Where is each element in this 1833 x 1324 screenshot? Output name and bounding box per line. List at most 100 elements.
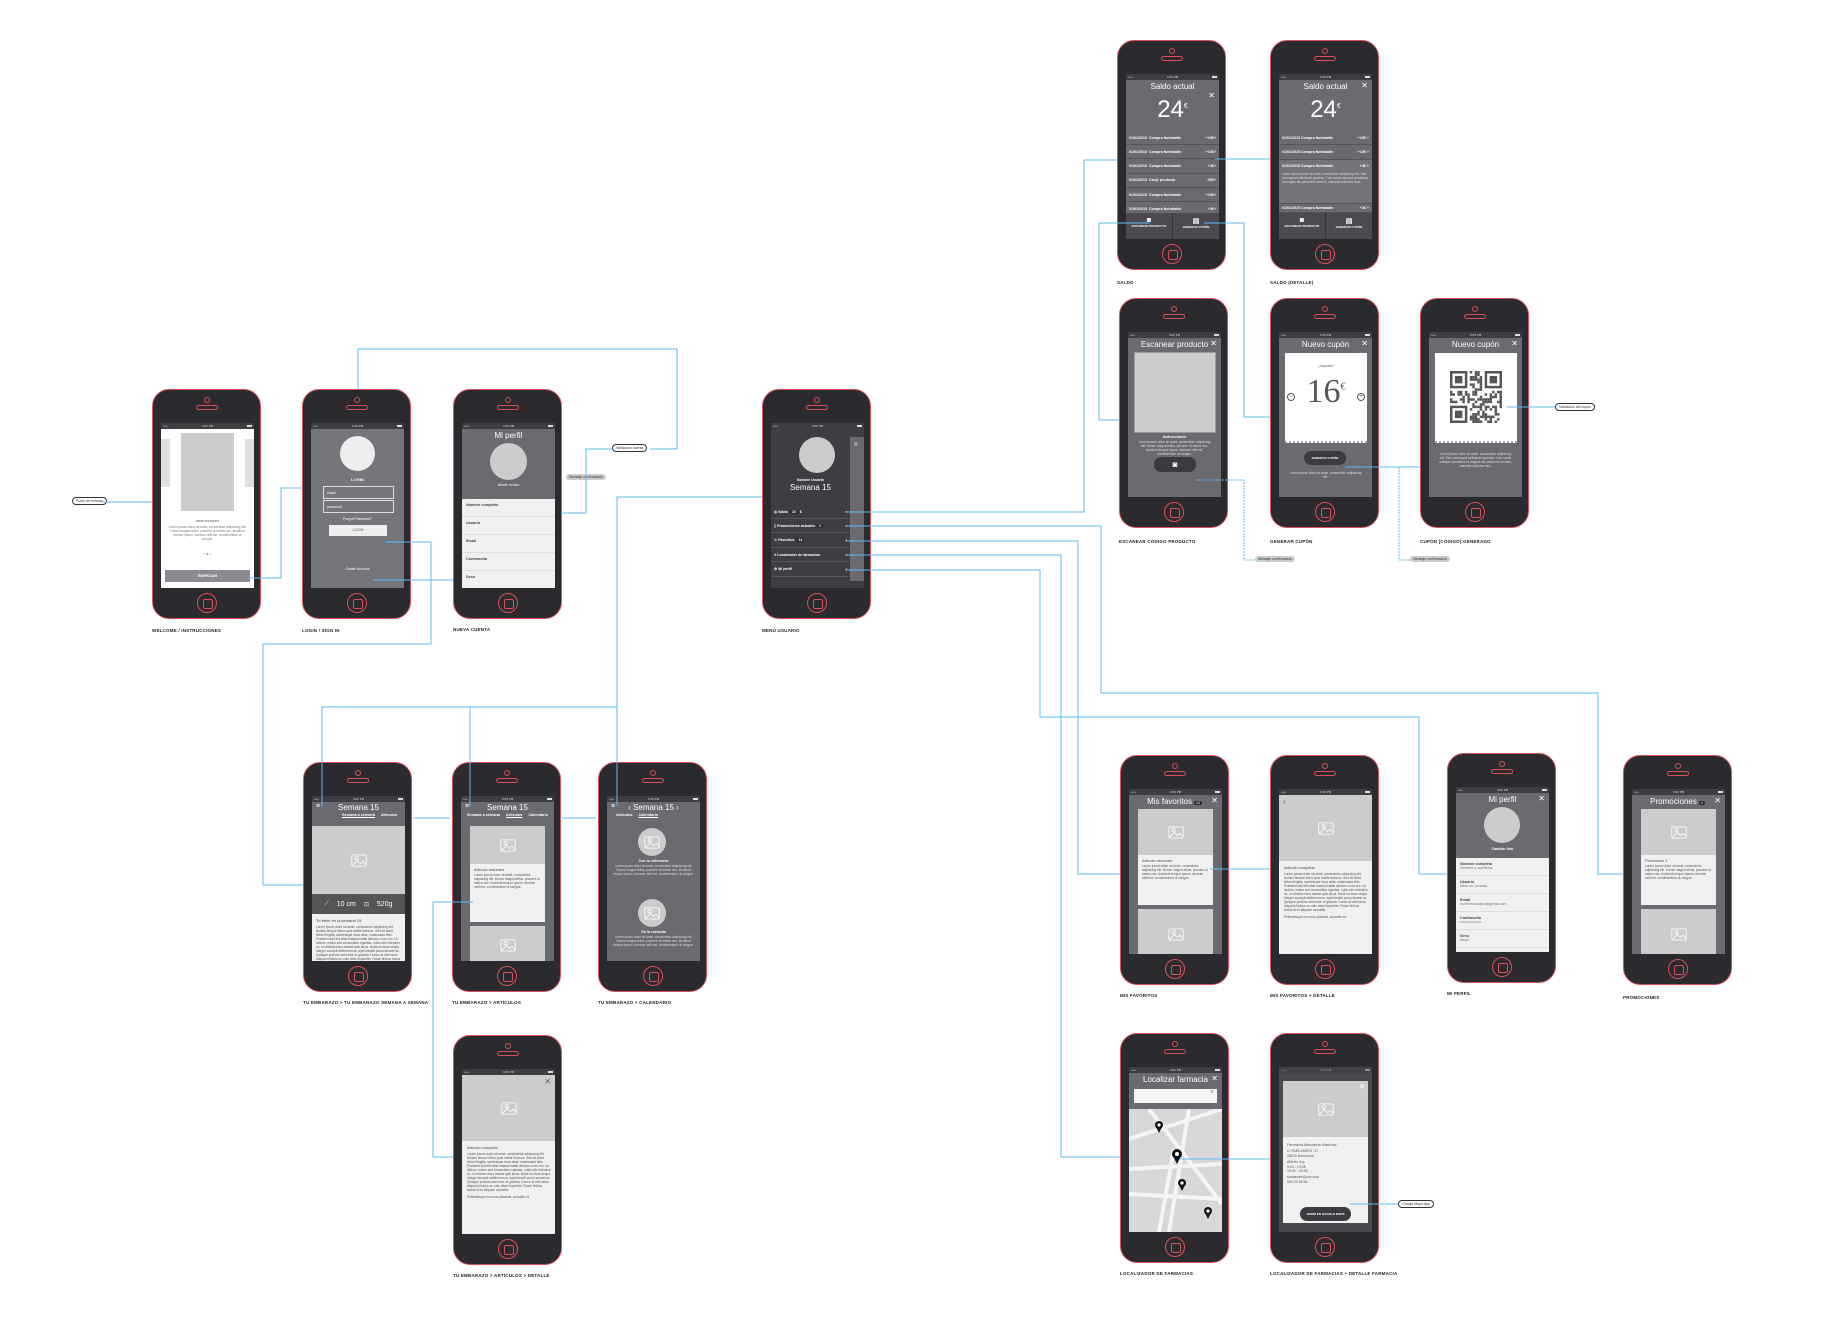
- close-icon[interactable]: ✕: [544, 1077, 551, 1086]
- article-card[interactable]: [470, 926, 545, 961]
- next-week-button[interactable]: ›: [673, 803, 679, 812]
- tab-articles[interactable]: Artículos: [380, 813, 398, 817]
- transaction-row-expanded[interactable]: 01/01/2015 Compra Nutraladin+4€ ˄ Lorem …: [1279, 160, 1372, 204]
- previous-week-button[interactable]: ‹: [628, 803, 634, 812]
- home-button[interactable]: [1668, 959, 1688, 979]
- close-icon[interactable]: ✕: [1211, 796, 1218, 805]
- open-google-maps-button[interactable]: ABRIR EN GOOGLE MAPS: [1300, 1207, 1351, 1221]
- search-input[interactable]: ⌕: [1134, 1089, 1217, 1103]
- sex-field[interactable]: Sexo: [462, 571, 555, 588]
- home-button[interactable]: [643, 966, 663, 986]
- generate-coupon-button[interactable]: ▤GENERAR CUPÓN: [1326, 213, 1372, 239]
- change-photo-link[interactable]: Cambiar foto: [1491, 847, 1514, 851]
- menu-item-profile[interactable]: ⚙ Mi perfil›: [771, 562, 850, 577]
- add-photo-link[interactable]: Añadir mi foto: [497, 483, 520, 487]
- home-button[interactable]: [1165, 959, 1185, 979]
- tab-articles[interactable]: Artículos: [616, 813, 633, 817]
- transaction-row[interactable]: 01/01/2015 Compra Nutraladin+10€ ˅: [1279, 145, 1372, 160]
- menu-item-pharmacy-locator[interactable]: ⌾ Localizador de farmacias›: [771, 548, 850, 562]
- home-button[interactable]: [807, 593, 827, 613]
- username-field[interactable]: Usuario: [462, 517, 555, 535]
- profile-field-password[interactable]: Contraseña••••••••••••••••: [1456, 912, 1549, 930]
- chevron-down-icon[interactable]: ˅: [1213, 135, 1216, 140]
- home-button[interactable]: [1465, 502, 1485, 522]
- camera-capture-button[interactable]: ◙: [1154, 457, 1196, 472]
- tab-articles[interactable]: Artículos: [505, 813, 523, 817]
- close-icon[interactable]: ✕: [1511, 339, 1518, 348]
- avatar[interactable]: [490, 443, 527, 480]
- password-field[interactable]: Contraseña: [462, 553, 555, 571]
- home-button[interactable]: [498, 593, 518, 613]
- forgot-password-link[interactable]: Forgot Password?: [343, 517, 372, 521]
- favorite-card[interactable]: Artículo resumen Lorem ipsum dolor sit a…: [1138, 809, 1213, 905]
- hamburger-menu-icon[interactable]: ≡: [854, 442, 858, 448]
- home-button[interactable]: [1315, 959, 1335, 979]
- chevron-down-icon[interactable]: ˅: [1213, 192, 1216, 197]
- home-button[interactable]: [1165, 1237, 1185, 1257]
- email-field[interactable]: email: [323, 486, 394, 499]
- home-button[interactable]: [1164, 502, 1184, 522]
- home-button[interactable]: [347, 593, 367, 613]
- start-button[interactable]: EMPEZAR: [165, 570, 250, 582]
- close-icon[interactable]: ✕: [1359, 1084, 1365, 1091]
- email-field[interactable]: Email: [462, 535, 555, 553]
- chevron-down-icon[interactable]: ˅: [1213, 207, 1216, 211]
- create-account-link[interactable]: Create Account: [345, 567, 370, 571]
- chevron-down-icon[interactable]: ˅: [1213, 164, 1216, 169]
- close-icon[interactable]: ✕: [1208, 91, 1215, 100]
- close-icon[interactable]: ✕: [1211, 1074, 1218, 1083]
- password-field[interactable]: password: [323, 500, 394, 513]
- pharmacy-phone[interactable]: 934 23 48 55: [1287, 1179, 1308, 1184]
- promotion-card[interactable]: [1641, 909, 1716, 954]
- avatar[interactable]: [1484, 807, 1520, 843]
- scan-product-button[interactable]: ◙ESCANEAR PRODUCTO: [1126, 213, 1173, 239]
- tab-calendar[interactable]: Calendario: [528, 813, 549, 817]
- home-button[interactable]: [1492, 957, 1512, 977]
- home-button[interactable]: [1315, 1237, 1335, 1257]
- favorite-card[interactable]: [1138, 909, 1213, 954]
- generate-coupon-button[interactable]: ▤GENERAR CUPÓN: [1173, 213, 1219, 239]
- close-icon[interactable]: ✕: [1538, 794, 1545, 803]
- hamburger-menu-icon[interactable]: ≡: [465, 803, 470, 810]
- home-button[interactable]: [1162, 244, 1182, 264]
- chevron-down-icon[interactable]: ˅: [1213, 149, 1216, 154]
- home-button[interactable]: [497, 966, 517, 986]
- close-icon[interactable]: ✕: [1361, 339, 1368, 348]
- back-chevron-icon[interactable]: ‹: [1283, 797, 1286, 806]
- decrease-button[interactable]: −: [1287, 393, 1295, 401]
- generate-coupon-button[interactable]: GENERAR CUPÓN: [1304, 451, 1346, 465]
- login-button[interactable]: LOGIN: [329, 525, 387, 536]
- close-icon[interactable]: ✕: [1361, 81, 1368, 90]
- home-button[interactable]: [1315, 244, 1335, 264]
- home-button[interactable]: [348, 966, 368, 986]
- pharmacy-email[interactable]: santander@cce.com: [1287, 1175, 1320, 1180]
- map[interactable]: [1129, 1109, 1222, 1232]
- article-card[interactable]: Artículo resumen Lorem ipsum dolor sit a…: [470, 826, 545, 922]
- home-button[interactable]: [1315, 502, 1335, 522]
- scan-product-button[interactable]: ◙ESCANEAR PRODUCTO: [1279, 213, 1326, 239]
- tab-week-by-week[interactable]: Semana a semana: [342, 813, 375, 817]
- home-button[interactable]: [498, 1239, 518, 1259]
- close-icon[interactable]: ✕: [1714, 796, 1721, 805]
- home-button[interactable]: [197, 593, 217, 613]
- transaction-row[interactable]: 01/01/2015 Compra Nutraladin+10€ ˅: [1279, 131, 1372, 145]
- chevron-down-icon[interactable]: ˅: [1213, 178, 1216, 183]
- tab-calendar[interactable]: Calendario: [638, 813, 659, 817]
- page-dots[interactable]: ○ ● ○: [203, 552, 212, 556]
- transaction-row[interactable]: 01/01/2015 Compra Nutraladin+2€ ˅: [1279, 204, 1372, 213]
- name-field[interactable]: Nombre completo: [462, 499, 555, 517]
- increase-button[interactable]: +: [1357, 393, 1365, 401]
- close-icon[interactable]: ✕: [1210, 339, 1217, 348]
